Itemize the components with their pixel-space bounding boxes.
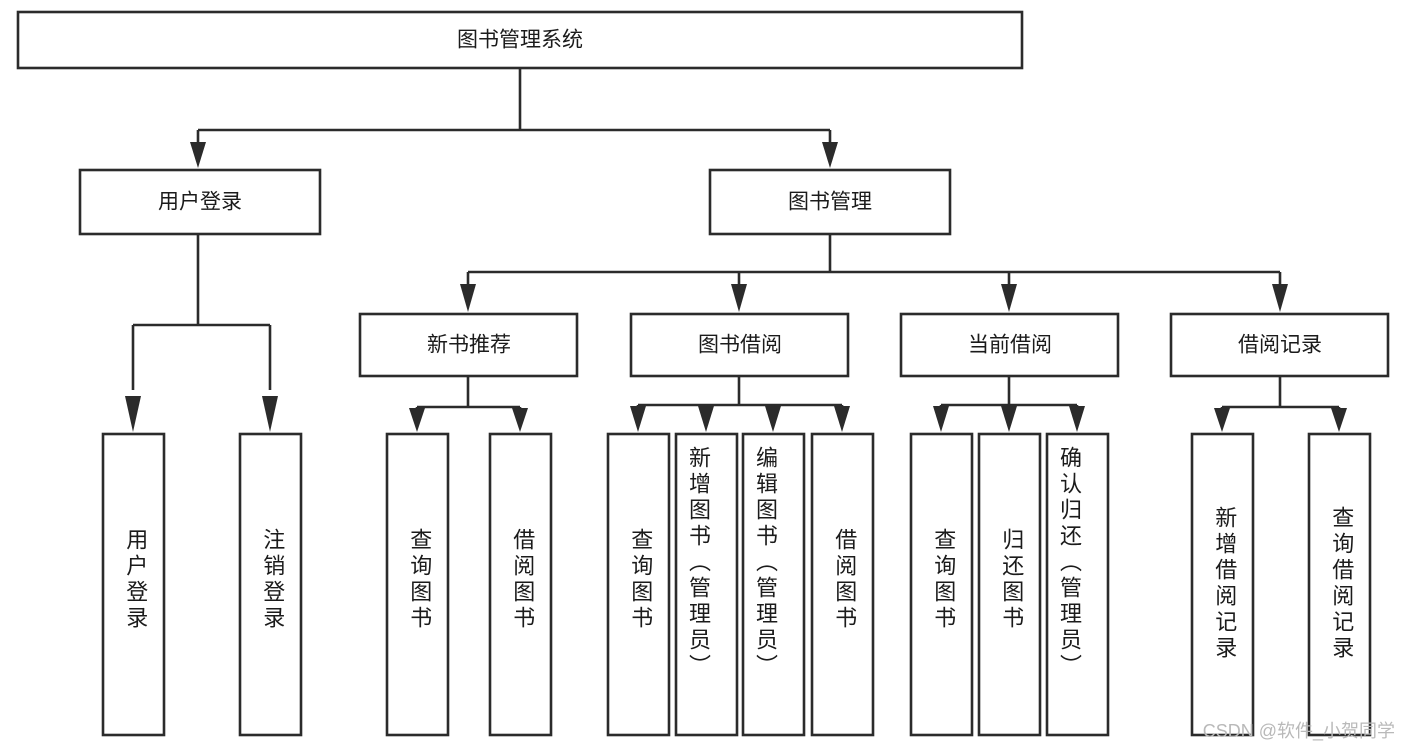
leaf-add-book[interactable]: 新增图书（管理员） [674, 432, 739, 737]
leaf-add-record-box[interactable] [1190, 432, 1255, 737]
node-book-borrow-box[interactable] [629, 312, 850, 378]
node-borrow-record[interactable]: 借阅记录 [1169, 312, 1390, 378]
leaf-query-record[interactable]: 查询借阅记录 [1307, 432, 1372, 737]
leaf-return-book-box[interactable] [977, 432, 1042, 737]
leaf-logout-login-label: 注销登录 [260, 528, 285, 632]
leaf-user-login-box[interactable] [101, 432, 166, 737]
leaf-add-book-label: 新增图书（管理员） [686, 446, 711, 680]
node-user-login-box[interactable] [78, 168, 322, 236]
node-new-book-recommend-box[interactable] [358, 312, 579, 378]
leaf-return-book-label: 归还图书 [999, 528, 1024, 632]
arrow-to-leaf-user-login [125, 396, 141, 432]
connector-group-current-borrow [933, 376, 1085, 432]
arrow-to-user-login [190, 142, 206, 168]
connector-group-user-login [125, 234, 278, 432]
arrow-to-current-borrow [1001, 284, 1017, 312]
leaf-query-book-3-label: 查询图书 [931, 528, 956, 632]
node-book-management[interactable]: 图书管理 [708, 168, 952, 236]
connector-group-book-management [460, 234, 1288, 312]
node-current-borrow[interactable]: 当前借阅 [899, 312, 1120, 378]
arrow-to-book-borrow [731, 284, 747, 312]
leaf-query-record-label: 查询借阅记录 [1329, 506, 1354, 662]
node-current-borrow-box[interactable] [899, 312, 1120, 378]
arrow-to-borrow-record [1272, 284, 1288, 312]
leaf-query-book-3-box[interactable] [909, 432, 974, 737]
leaf-confirm-return-box[interactable] [1045, 432, 1110, 737]
leaf-confirm-return-label: 确认归还（管理员） [1057, 446, 1082, 680]
connector-group-borrow-record [1214, 376, 1347, 432]
leaf-borrow-book-2-box[interactable] [810, 432, 875, 737]
node-user-login[interactable]: 用户登录 [78, 168, 322, 236]
node-borrow-record-box[interactable] [1169, 312, 1390, 378]
leaf-edit-book-label: 编辑图书（管理员） [753, 446, 778, 680]
connector-group-new-book-recommend [409, 376, 528, 432]
leaf-query-record-box[interactable] [1307, 432, 1372, 737]
node-borrow-record-label: 借阅记录 [1238, 334, 1322, 357]
leaf-borrow-book-2-label: 借阅图书 [832, 528, 857, 632]
leaf-borrow-book-1-box[interactable] [488, 432, 553, 737]
arrow-to-leaf-add-record [1214, 408, 1230, 432]
leaf-add-record-label: 新增借阅记录 [1212, 506, 1237, 662]
node-root-box[interactable] [16, 10, 1024, 70]
leaf-user-login-label: 用户登录 [123, 528, 148, 632]
node-root[interactable]: 图书管理系统 [16, 10, 1024, 70]
connector-group-root [190, 69, 838, 168]
node-book-borrow[interactable]: 图书借阅 [629, 312, 850, 378]
node-new-book-recommend[interactable]: 新书推荐 [358, 312, 579, 378]
leaf-logout-login-box[interactable] [238, 432, 303, 737]
arrow-to-leaf-query-book-1 [409, 408, 425, 432]
arrow-to-leaf-return-book [1001, 406, 1017, 432]
arrow-to-leaf-borrow-book-2 [834, 406, 850, 432]
leaf-return-book[interactable]: 归还图书 [977, 432, 1042, 737]
leaf-borrow-book-2[interactable]: 借阅图书 [810, 432, 875, 737]
csdn-watermark: CSDN @软件_小贺同学 [1202, 721, 1395, 741]
arrow-to-leaf-add-book [698, 406, 714, 432]
arrow-to-book-management [822, 142, 838, 168]
leaf-query-book-1[interactable]: 查询图书 [385, 432, 450, 737]
node-current-borrow-label: 当前借阅 [968, 334, 1052, 357]
leaf-edit-book[interactable]: 编辑图书（管理员） [741, 432, 806, 737]
connector-group-book-borrow [630, 376, 850, 432]
leaf-query-book-1-box[interactable] [385, 432, 450, 737]
node-book-management-label: 图书管理 [788, 191, 872, 214]
leaf-edit-book-box[interactable] [741, 432, 806, 737]
leaf-confirm-return[interactable]: 确认归还（管理员） [1045, 432, 1110, 737]
leaf-query-book-1-label: 查询图书 [407, 528, 432, 632]
node-book-management-box[interactable] [708, 168, 952, 236]
arrow-to-leaf-edit-book [765, 406, 781, 432]
node-root-label: 图书管理系统 [457, 29, 583, 52]
leaf-query-book-2-label: 查询图书 [628, 528, 653, 632]
leaf-borrow-book-1-label: 借阅图书 [510, 528, 535, 632]
node-user-login-label: 用户登录 [158, 191, 242, 214]
leaf-logout-login[interactable]: 注销登录 [238, 432, 303, 737]
arrow-to-leaf-borrow-book-1 [512, 408, 528, 432]
leaf-query-book-3[interactable]: 查询图书 [909, 432, 974, 737]
leaf-user-login[interactable]: 用户登录 [101, 432, 166, 737]
node-new-book-recommend-label: 新书推荐 [427, 334, 511, 357]
leaf-query-book-2-box[interactable] [606, 432, 671, 737]
arrow-to-leaf-query-book-3 [933, 406, 949, 432]
arrow-to-leaf-query-record [1331, 408, 1347, 432]
arrow-to-new-book-recommend [460, 284, 476, 312]
leaf-add-book-box[interactable] [674, 432, 739, 737]
arrow-to-leaf-logout-login [262, 396, 278, 432]
node-book-borrow-label: 图书借阅 [698, 334, 782, 357]
arrow-to-leaf-query-book-2 [630, 406, 646, 432]
leaf-add-record[interactable]: 新增借阅记录 [1190, 432, 1255, 737]
leaf-borrow-book-1[interactable]: 借阅图书 [488, 432, 553, 737]
arrow-to-leaf-confirm-return [1069, 406, 1085, 432]
leaf-query-book-2[interactable]: 查询图书 [606, 432, 671, 737]
